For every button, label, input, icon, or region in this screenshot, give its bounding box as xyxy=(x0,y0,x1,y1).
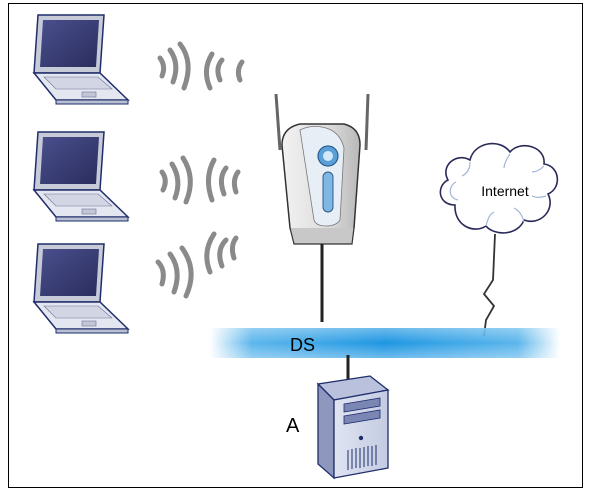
wireless-waves-3 xyxy=(155,231,239,299)
wireless-waves-1 xyxy=(157,41,245,91)
server-a: A xyxy=(286,375,390,480)
internet-label: Internet xyxy=(481,183,529,199)
server-label: A xyxy=(286,415,300,437)
laptop-1 xyxy=(32,14,130,105)
laptop-2 xyxy=(32,131,130,222)
laptop-3 xyxy=(32,243,130,334)
wireless-waves-2 xyxy=(159,155,241,205)
ds-backbone: DS xyxy=(210,328,560,358)
internet-link xyxy=(482,233,496,337)
internet-cloud: Internet xyxy=(439,142,559,234)
access-point xyxy=(274,93,370,245)
ds-label: DS xyxy=(290,335,315,355)
